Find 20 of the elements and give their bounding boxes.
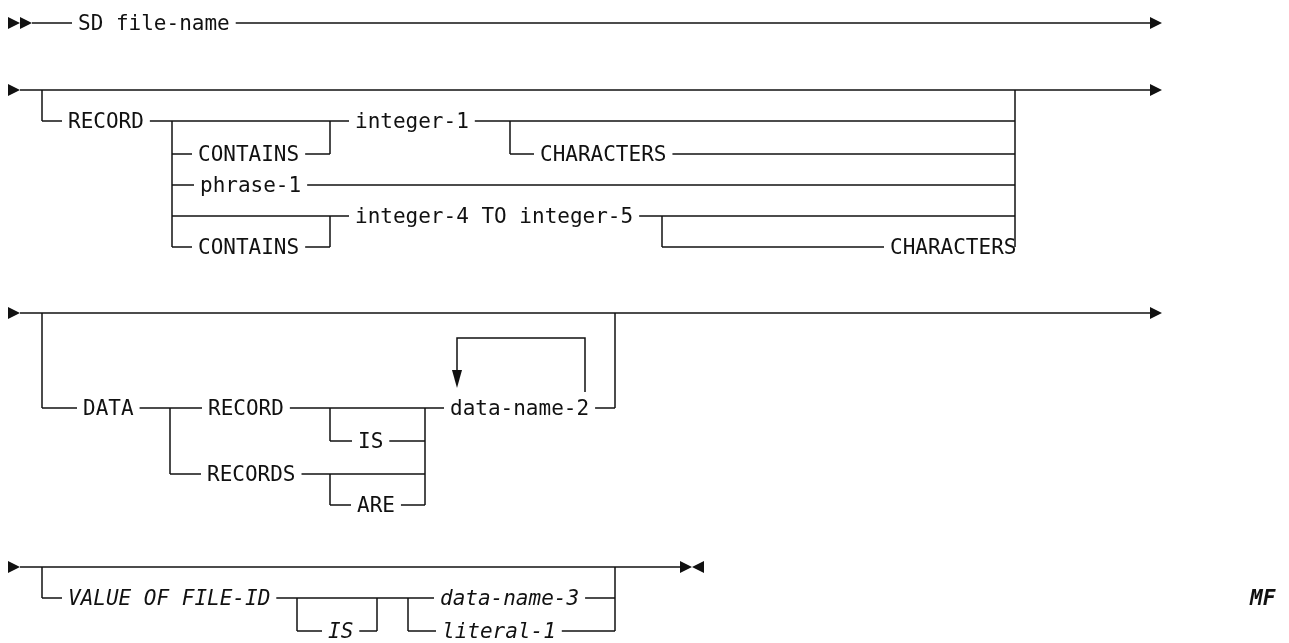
syntax-variable: phrase-1 [200,173,302,197]
syntax-variable: literal-1 [442,619,556,643]
syntax-keyword: IS [328,619,354,643]
syntax-keyword: RECORDS [207,462,296,486]
syntax-keyword: ARE [357,493,395,517]
syntax-keyword: RECORD [208,396,284,420]
syntax-variable: data-name-2 [450,396,590,420]
platform-note: MF [1250,586,1276,610]
syntax-keyword: CONTAINS [198,142,300,166]
syntax-keyword: CONTAINS [198,235,300,259]
syntax-keyword: IS [358,429,384,453]
syntax-variable: integer-4 TO integer-5 [355,204,634,228]
syntax-variable: integer-1 [355,109,469,133]
syntax-variable: data-name-3 [440,586,580,610]
syntax-keyword: SD file-name [78,11,230,35]
syntax-keyword: RECORD [68,109,144,133]
syntax-keyword: CHARACTERS [890,235,1017,259]
syntax-keyword: VALUE OF FILE-ID [68,586,271,610]
syntax-keyword: DATA [83,396,134,420]
syntax-keyword: CHARACTERS [540,142,667,166]
